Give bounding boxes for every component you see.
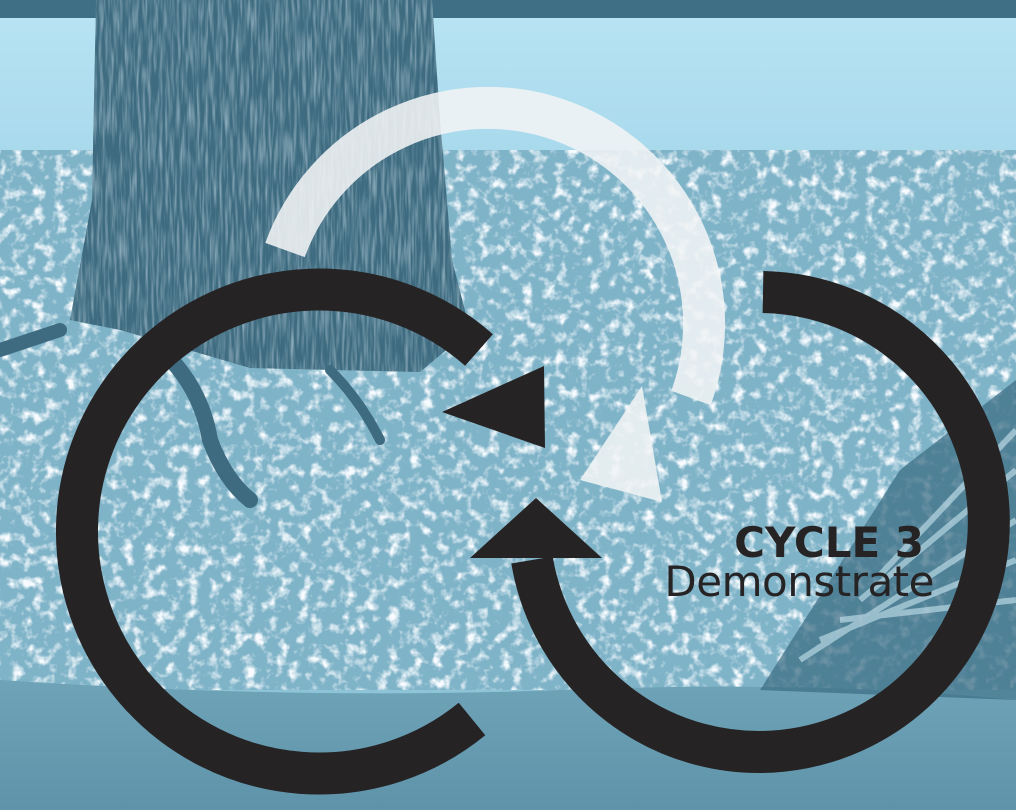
cycle-subtitle: Demonstrate [664,561,934,603]
cycle-label: CYCLE 3 Demonstrate [664,522,924,603]
left-cycle-arrow [77,290,545,774]
